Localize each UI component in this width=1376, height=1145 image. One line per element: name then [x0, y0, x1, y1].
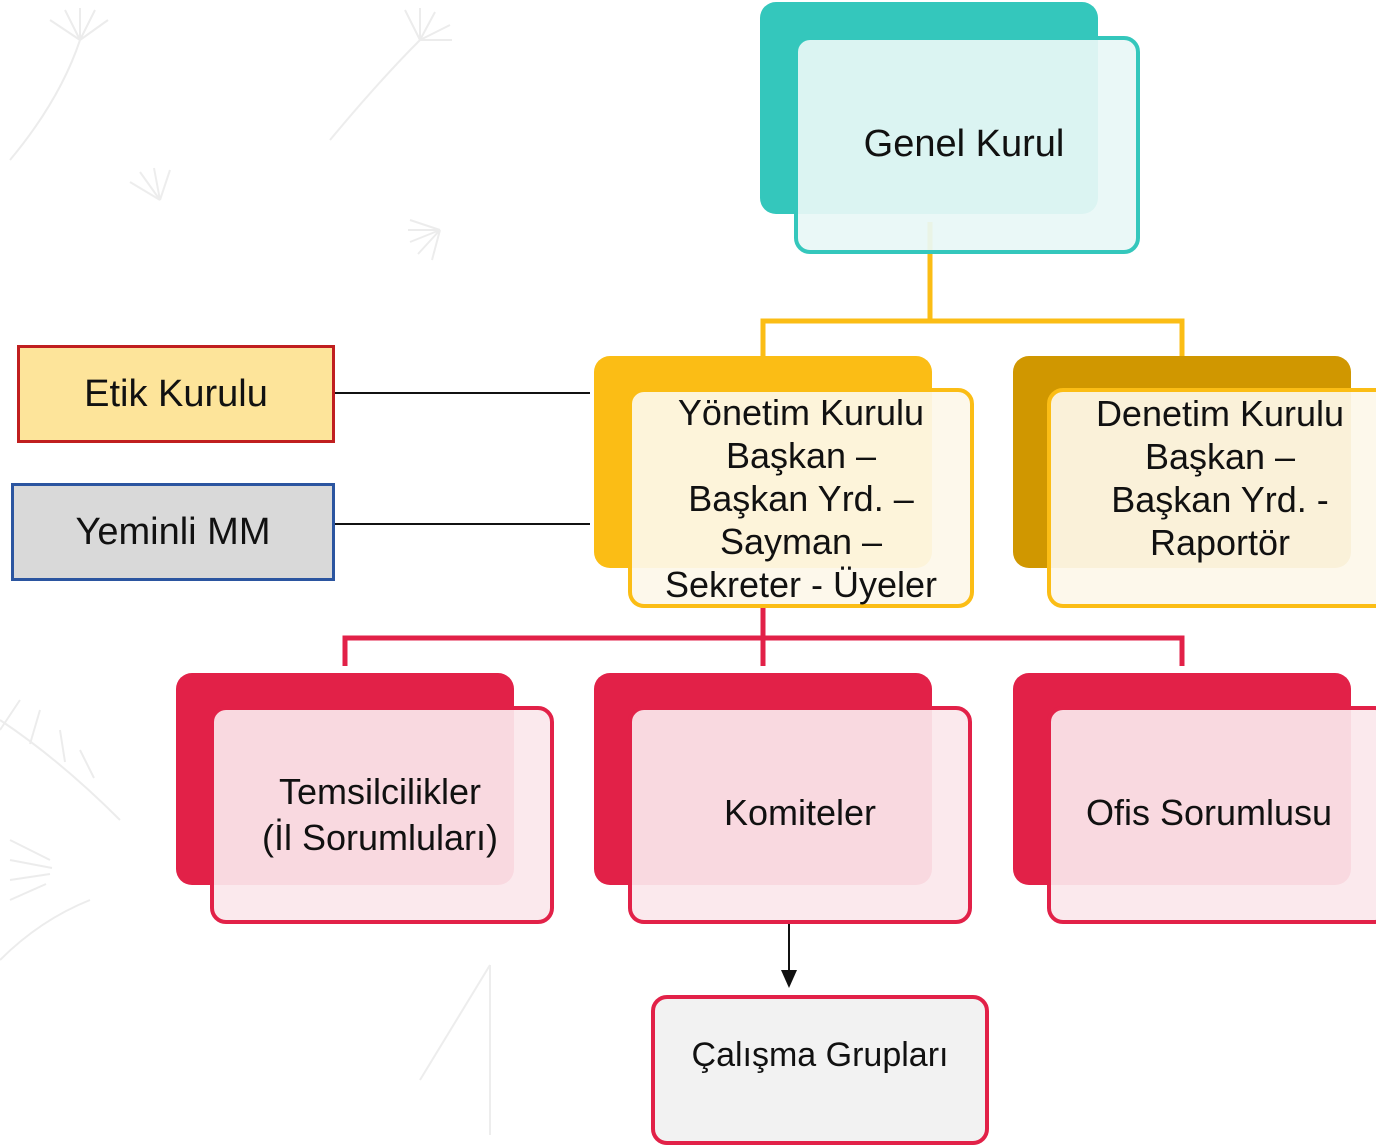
yonetim-line-2: Başkan – — [725, 434, 877, 476]
crimson-connector — [342, 608, 1185, 666]
temsilcilikler-box — [210, 706, 554, 924]
komiteler-label: Komiteler — [723, 792, 877, 833]
yonetim-line-5: Sekreter - Üyeler — [664, 563, 938, 605]
yonetim-kurulu-label: Yönetim Kurulu Başkan – Başkan Yrd. – Sa… — [628, 388, 974, 608]
genel-kurul-box — [794, 36, 1140, 254]
denetim-line-2: Başkan – — [1144, 436, 1296, 477]
etik-kurulu-box: Etik Kurulu — [17, 345, 335, 443]
yonetim-line-4: Sayman – — [719, 520, 883, 562]
calisma-gruplari-box: Çalışma Grupları — [651, 995, 989, 1145]
ofis-sorumlusu-box — [1047, 706, 1376, 924]
denetim-kurulu-box — [1047, 388, 1376, 608]
denetim-line-3: Başkan Yrd. - — [1111, 479, 1329, 520]
temsilcilikler-line-1: Temsilcilikler — [278, 771, 481, 812]
arrow-head — [781, 970, 797, 988]
temsilcilikler-label: Temsilcilikler (İl Sorumluları) — [210, 706, 554, 924]
yonetim-line-1: Yönetim Kurulu — [677, 391, 925, 433]
yonetim-kurulu-box — [628, 388, 974, 608]
komiteler-box — [628, 706, 972, 924]
ofis-sorumlusu-label: Ofis Sorumlusu — [1085, 792, 1333, 833]
yeminli-mm-box: Yeminli MM — [11, 483, 335, 581]
temsilcilikler-line-2: (İl Sorumluları) — [261, 817, 499, 858]
etik-kurulu-label: Etik Kurulu — [84, 372, 268, 415]
calisma-gruplari-label: Çalışma Grupları — [691, 1035, 949, 1074]
yonetim-line-3: Başkan Yrd. – — [688, 477, 914, 519]
genel-kurul-label: Genel Kurul — [863, 122, 1065, 165]
denetim-line-4: Raportör — [1149, 522, 1291, 563]
yeminli-mm-label: Yeminli MM — [75, 510, 271, 553]
denetim-line-1: Denetim Kurulu — [1095, 393, 1345, 434]
denetim-kurulu-label: Denetim Kurulu Başkan – Başkan Yrd. - Ra… — [1047, 388, 1376, 608]
